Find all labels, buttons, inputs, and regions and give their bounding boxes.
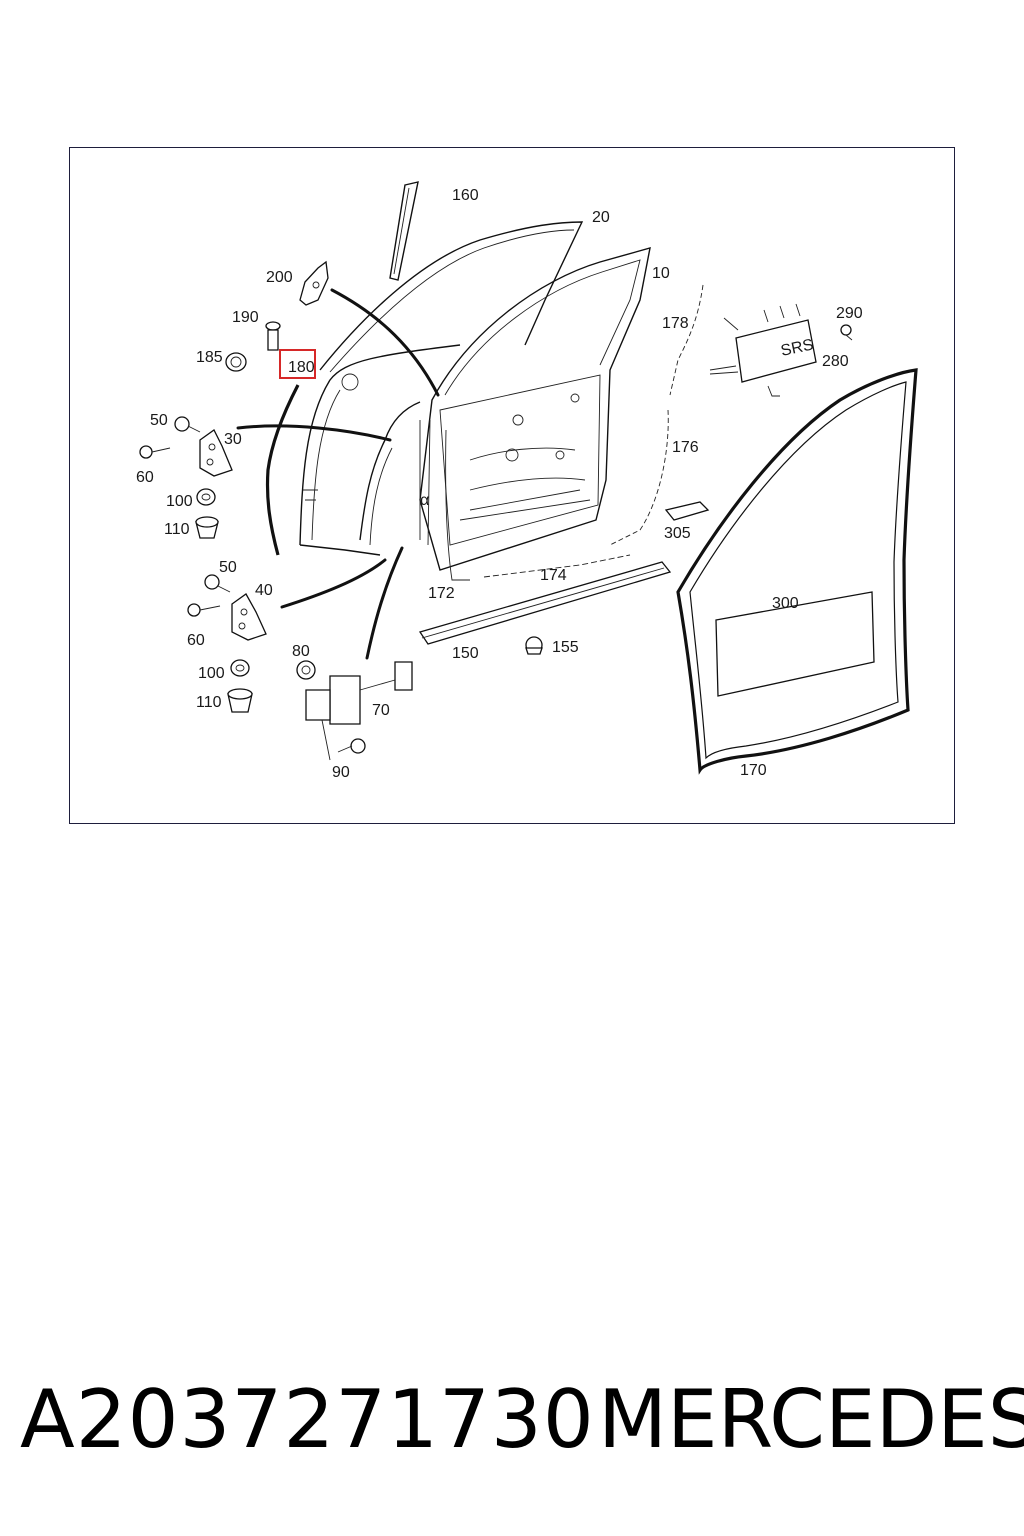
callout-280: 280 xyxy=(822,353,849,370)
part-170-door-seal xyxy=(676,368,918,775)
callout-305: 305 xyxy=(664,525,691,542)
part-280-srs-module: SRS xyxy=(709,303,817,397)
part-40-door-check-lower xyxy=(231,593,267,641)
callout-180: 180 xyxy=(288,359,315,376)
callout-50-upper: 50 xyxy=(150,412,168,429)
part-50-bolt-upper xyxy=(174,416,201,433)
callout-176: 176 xyxy=(672,439,699,456)
callout-178: 178 xyxy=(662,315,689,332)
callout-70: 70 xyxy=(372,702,390,719)
callout-172: 172 xyxy=(428,585,455,602)
callout-290: 290 xyxy=(836,305,863,322)
callout-100-upper: 100 xyxy=(166,493,193,510)
part-20-window-frame-seal xyxy=(319,221,584,373)
part-60-screw-upper xyxy=(139,445,171,459)
alpha-label: α xyxy=(420,492,429,509)
part-90-bolt xyxy=(337,738,366,754)
callout-300: 300 xyxy=(772,595,799,612)
callout-170: 170 xyxy=(740,762,767,779)
callout-40: 40 xyxy=(255,582,273,599)
part-174-seal-strip xyxy=(483,554,631,578)
part-300-panel xyxy=(715,591,875,697)
brand-name: MERCEDES xyxy=(598,1373,1024,1466)
callout-110-upper: 110 xyxy=(164,521,190,538)
part-150-sill-strip xyxy=(418,561,672,645)
part-290-screw xyxy=(840,324,853,341)
part-190-clip xyxy=(265,321,281,351)
footer: A2037271730 MERCEDES xyxy=(0,1370,1024,1470)
part-100-nut-lower xyxy=(230,659,250,677)
part-number: A2037271730 xyxy=(20,1373,595,1466)
callout-labels: 160 20 10 200 190 185 180 50 30 60 100 1… xyxy=(136,187,863,781)
leader-lines xyxy=(236,288,440,660)
callout-160: 160 xyxy=(452,187,479,204)
callout-80: 80 xyxy=(292,643,310,660)
part-70-hinge xyxy=(305,661,413,761)
part-door-outer-panel xyxy=(299,344,461,556)
callout-185: 185 xyxy=(196,349,223,366)
callout-30: 30 xyxy=(224,431,242,448)
exploded-parts-diagram: SRS 160 20 10 200 190 185 180 50 30 60 1… xyxy=(136,181,918,781)
part-172-seal xyxy=(445,429,470,581)
callout-60-upper: 60 xyxy=(136,469,154,486)
part-200-bracket xyxy=(299,260,329,306)
diagram-frame xyxy=(69,147,955,824)
part-160-window-strip xyxy=(389,181,419,281)
part-178-seal xyxy=(669,284,704,396)
callout-174: 174 xyxy=(540,567,567,584)
callout-150: 150 xyxy=(452,645,479,662)
highlight-box-180 xyxy=(279,349,316,379)
callout-200: 200 xyxy=(266,269,293,286)
callout-155: 155 xyxy=(552,639,579,656)
callout-90: 90 xyxy=(332,764,350,781)
part-155-clip xyxy=(525,636,543,655)
part-305-block xyxy=(664,501,710,521)
callout-10: 10 xyxy=(652,265,670,282)
part-110-bushing-upper xyxy=(195,516,219,539)
part-176-seal xyxy=(609,409,669,546)
part-60-screw-lower xyxy=(187,603,221,617)
srs-label: SRS xyxy=(779,336,815,359)
callout-50-lower: 50 xyxy=(219,559,237,576)
part-50-bolt-lower xyxy=(204,574,231,593)
part-80-nut xyxy=(296,660,316,680)
callout-190: 190 xyxy=(232,309,259,326)
part-10-door-shell xyxy=(419,247,651,571)
callout-60-lower: 60 xyxy=(187,632,205,649)
callout-100-lower: 100 xyxy=(198,665,225,682)
part-110-bushing-lower xyxy=(227,688,253,713)
part-100-nut-upper xyxy=(196,488,216,506)
callout-20: 20 xyxy=(592,209,610,226)
part-30-door-check-upper xyxy=(199,429,233,477)
part-185-grommet xyxy=(225,352,247,372)
callout-110-lower: 110 xyxy=(196,694,222,711)
